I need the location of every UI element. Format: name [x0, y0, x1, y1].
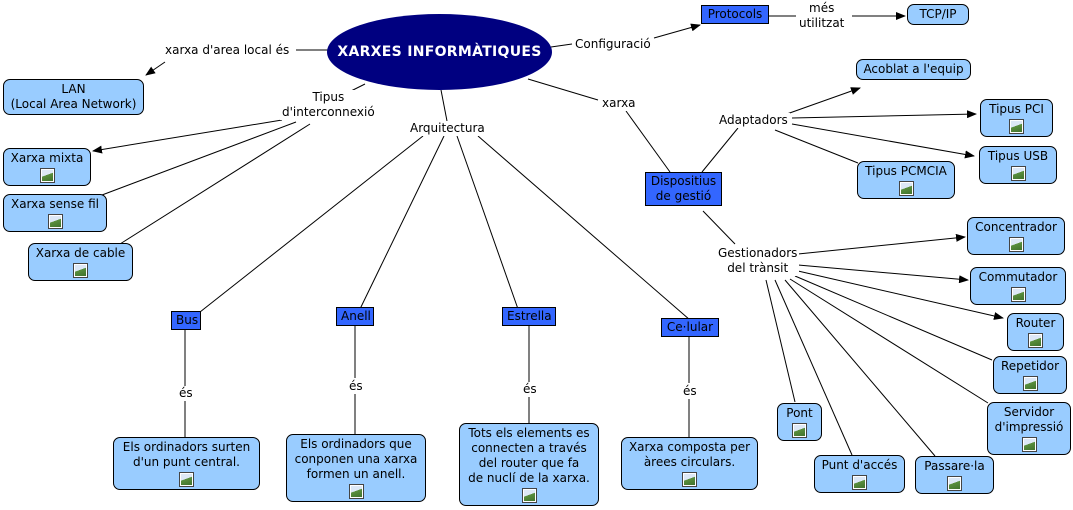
image-icon[interactable] — [179, 472, 194, 487]
estrella-description-node[interactable]: Tots els elements es connecten a través … — [459, 423, 599, 506]
link-label-configuracio: Configuració — [573, 37, 653, 52]
passarela-label: Passare·la — [924, 459, 985, 473]
link-label-es-bus: és — [177, 386, 195, 401]
punt-acces-node[interactable]: Punt d'accés — [814, 455, 905, 493]
xarxa-mixta-label: Xarxa mixta — [10, 151, 84, 165]
image-icon[interactable] — [852, 475, 867, 490]
image-icon[interactable] — [521, 488, 537, 503]
image-icon[interactable] — [73, 263, 88, 278]
estrella-description: Tots els elements es connecten a través … — [468, 426, 590, 485]
servidor-impressio-node[interactable]: Servidor d'impressió — [987, 402, 1071, 455]
image-icon[interactable] — [348, 484, 364, 499]
xarxa-sense-fil-node[interactable]: Xarxa sense fil — [3, 194, 107, 232]
image-icon[interactable] — [1008, 237, 1024, 252]
link-label-tipus-interconnexio: Tipus d'interconnexió — [280, 90, 377, 120]
image-icon[interactable] — [1021, 437, 1037, 452]
pont-node[interactable]: Pont — [777, 403, 822, 441]
tipus-pcmcia-node[interactable]: Tipus PCMCIA — [857, 161, 955, 199]
image-icon[interactable] — [47, 214, 63, 229]
main-topic[interactable]: XARXES INFORMÀTIQUES — [327, 14, 552, 90]
link-label-xarxa: xarxa — [600, 96, 638, 111]
passarela-node[interactable]: Passare·la — [915, 456, 994, 494]
anell-node[interactable]: Anell — [336, 307, 374, 326]
tipus-pcmcia-label: Tipus PCMCIA — [865, 164, 947, 178]
commutador-label: Commutador — [978, 270, 1058, 284]
celular-description: Xarxa composta per àrees circulars. — [628, 440, 751, 469]
concentrador-label: Concentrador — [975, 220, 1057, 234]
anell-description-node[interactable]: Els ordinadors que conponen una xarxa fo… — [286, 434, 426, 502]
link-label-es-estrella: és — [521, 382, 539, 397]
repetidor-label: Repetidor — [1000, 359, 1060, 373]
image-icon[interactable] — [1028, 333, 1043, 348]
image-icon[interactable] — [792, 423, 807, 438]
xarxa-cable-label: Xarxa de cable — [35, 246, 126, 260]
xarxa-mixta-node[interactable]: Xarxa mixta — [3, 148, 91, 186]
link-label-es-anell: és — [347, 379, 365, 394]
tipus-pci-node[interactable]: Tipus PCI — [980, 99, 1053, 137]
repetidor-node[interactable]: Repetidor — [993, 356, 1067, 394]
dispositius-node[interactable]: Dispositius de gestió — [645, 172, 722, 206]
image-icon[interactable] — [1009, 119, 1024, 134]
image-icon[interactable] — [682, 472, 697, 487]
xarxa-sense-fil-label: Xarxa sense fil — [10, 197, 100, 211]
tcpip-node[interactable]: TCP/IP — [907, 4, 969, 25]
anell-description: Els ordinadors que conponen una xarxa fo… — [294, 437, 418, 481]
commutador-node[interactable]: Commutador — [970, 267, 1066, 305]
bus-description-node[interactable]: Els ordinadors surten d'un punt central. — [113, 437, 260, 490]
link-label-gestionadors: Gestionadors del trànsit — [716, 246, 800, 276]
link-label-area-local: xarxa d'area local és — [163, 43, 292, 58]
pont-label: Pont — [786, 406, 813, 420]
image-icon[interactable] — [947, 476, 962, 491]
tipus-pci-label: Tipus PCI — [989, 102, 1044, 116]
concentrador-node[interactable]: Concentrador — [967, 217, 1065, 255]
celular-node[interactable]: Ce·lular — [661, 318, 719, 337]
image-icon[interactable] — [898, 181, 914, 196]
link-label-arquitectura: Arquitectura — [408, 121, 487, 136]
bus-node[interactable]: Bus — [171, 311, 201, 330]
tipus-usb-node[interactable]: Tipus USB — [979, 146, 1057, 184]
celular-description-node[interactable]: Xarxa composta per àrees circulars. — [621, 437, 758, 490]
image-icon[interactable] — [39, 168, 55, 183]
tipus-usb-label: Tipus USB — [987, 149, 1049, 163]
image-icon[interactable] — [1022, 376, 1038, 391]
lan-node[interactable]: LAN (Local Area Network) — [3, 79, 144, 115]
image-icon[interactable] — [1010, 287, 1026, 302]
image-icon[interactable] — [1010, 166, 1026, 181]
xarxa-cable-node[interactable]: Xarxa de cable — [28, 243, 133, 281]
punt-acces-label: Punt d'accés — [821, 458, 898, 472]
link-label-mes-utilitzat: més utilitzat — [797, 1, 847, 31]
acoblat-node[interactable]: Acoblat a l'equip — [856, 59, 971, 80]
link-label-es-celular: és — [681, 384, 699, 399]
router-node[interactable]: Router — [1007, 313, 1064, 351]
bus-description: Els ordinadors surten d'un punt central. — [122, 440, 251, 469]
protocols-node[interactable]: Protocols — [701, 5, 769, 24]
link-label-adaptadors: Adaptadors — [717, 113, 790, 128]
estrella-node[interactable]: Estrella — [502, 307, 556, 326]
servidor-impressio-label: Servidor d'impressió — [994, 405, 1064, 434]
router-label: Router — [1015, 316, 1056, 330]
